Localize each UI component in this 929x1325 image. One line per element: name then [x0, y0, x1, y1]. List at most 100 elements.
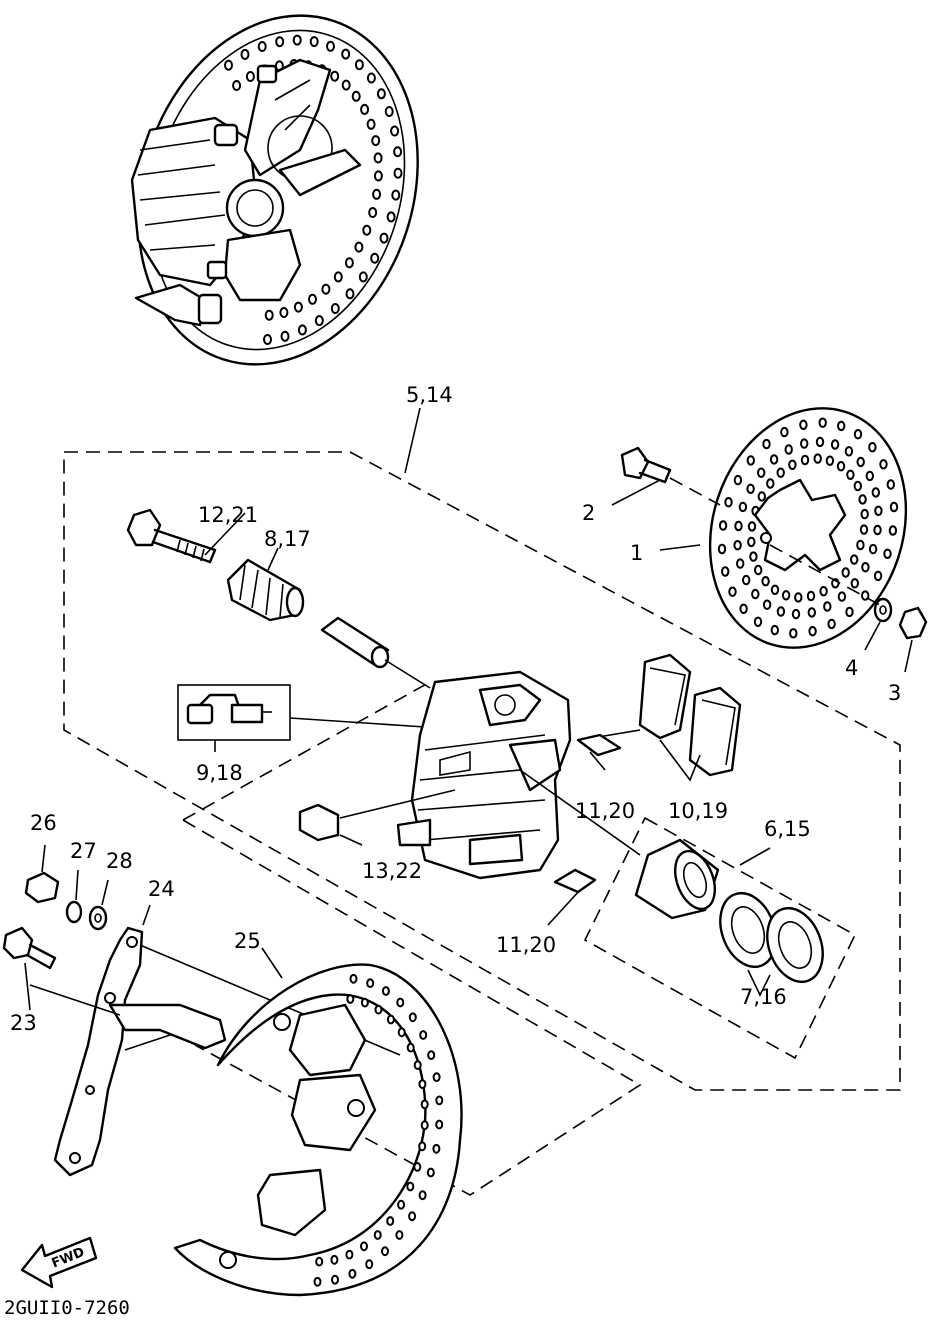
drill-hole — [846, 469, 855, 480]
drill-hole — [879, 459, 888, 470]
drill-hole — [871, 487, 880, 498]
bracket-24 — [29, 904, 401, 1177]
drill-hole — [853, 429, 863, 440]
drill-hole — [818, 417, 827, 428]
drill-hole — [386, 1014, 395, 1025]
drill-hole — [770, 584, 780, 595]
drill-hole — [873, 524, 882, 536]
drill-hole — [781, 590, 791, 601]
drill-hole — [769, 454, 779, 465]
drill-hole — [739, 603, 748, 614]
drill-hole — [370, 252, 380, 264]
drill-hole — [718, 520, 728, 531]
drill-hole — [830, 439, 840, 450]
drill-hole — [379, 232, 389, 244]
drill-hole — [791, 608, 801, 620]
drill-hole — [360, 1241, 368, 1252]
drill-hole — [808, 626, 817, 637]
drill-hole — [393, 146, 403, 158]
drill-hole — [762, 599, 772, 610]
drill-hole — [800, 454, 810, 466]
drill-hole — [749, 551, 758, 562]
drill-hole — [419, 1030, 428, 1040]
drill-hole — [371, 135, 381, 147]
drill-hole — [780, 426, 789, 438]
drill-hole — [813, 453, 822, 464]
drill-hole — [757, 491, 766, 502]
drill-hole — [800, 438, 809, 449]
drill-hole — [314, 315, 324, 327]
drill-hole — [374, 1004, 383, 1015]
drill-hole — [224, 59, 233, 71]
drill-hole — [868, 442, 877, 453]
drill-hole — [406, 1181, 415, 1192]
piston-kit-6-15 — [519, 769, 857, 1060]
drill-hole — [381, 986, 390, 996]
drill-hole — [888, 525, 898, 536]
callout-27: 27 — [70, 839, 97, 863]
drill-hole — [360, 103, 370, 115]
drill-hole — [397, 1199, 406, 1210]
drill-hole — [837, 591, 847, 602]
drill-hole — [850, 578, 859, 589]
drill-hole — [264, 309, 274, 321]
drill-hole — [757, 467, 766, 478]
drill-hole — [275, 36, 285, 48]
drill-hole — [418, 1141, 427, 1152]
nut-3 — [898, 606, 928, 673]
drill-hole — [776, 467, 785, 478]
drill-hole — [420, 1099, 429, 1110]
drill-hole — [309, 36, 319, 48]
drill-hole — [349, 973, 358, 984]
drill-hole — [326, 40, 335, 52]
drill-hole — [395, 1230, 404, 1240]
brake-disc-1 — [659, 407, 908, 649]
drill-hole — [321, 283, 331, 295]
callout-10-19: 10,19 — [668, 799, 728, 823]
drill-hole — [766, 478, 775, 489]
drill-hole — [426, 1167, 435, 1178]
drill-hole — [413, 1060, 422, 1070]
drill-hole — [836, 461, 846, 472]
drill-hole — [746, 455, 755, 466]
drill-hole — [886, 479, 895, 490]
assembled-brake-disc — [137, 14, 419, 366]
drill-hole — [827, 618, 836, 630]
drill-hole — [746, 483, 755, 494]
assembled-brake-view — [130, 14, 419, 366]
drill-hole — [354, 59, 364, 71]
drill-hole — [418, 1190, 427, 1201]
drill-hole — [883, 548, 892, 559]
callout-26: 26 — [30, 811, 57, 835]
drill-hole — [747, 521, 757, 532]
drill-hole — [806, 590, 816, 602]
drill-hole — [240, 48, 250, 60]
drill-hole — [823, 601, 832, 612]
drill-hole — [788, 459, 797, 470]
drill-hole — [373, 170, 383, 182]
drill-hole — [858, 494, 867, 505]
drill-hole — [396, 997, 405, 1008]
washer-28 — [88, 879, 109, 931]
drill-hole — [408, 1211, 417, 1222]
drill-hole — [366, 118, 376, 130]
drill-hole — [776, 606, 786, 617]
drill-hole — [330, 1254, 339, 1265]
drill-hole — [784, 444, 793, 455]
assembled-caliper — [130, 58, 362, 327]
drill-hole — [799, 419, 808, 430]
drill-hole — [844, 446, 854, 457]
drill-hole — [742, 574, 751, 586]
callout-11-20-upper: 11,20 — [575, 799, 635, 823]
drill-hole — [365, 1259, 374, 1270]
forward-direction-arrow: FWD — [20, 1236, 98, 1289]
drill-hole — [435, 1095, 444, 1106]
drill-hole — [853, 480, 862, 492]
lock-washer-27 — [65, 869, 83, 924]
callout-9-18: 9,18 — [196, 761, 243, 785]
callout-23: 23 — [10, 1011, 37, 1035]
drill-hole — [432, 1143, 441, 1154]
drill-hole — [724, 497, 733, 508]
drill-hole — [860, 508, 869, 520]
